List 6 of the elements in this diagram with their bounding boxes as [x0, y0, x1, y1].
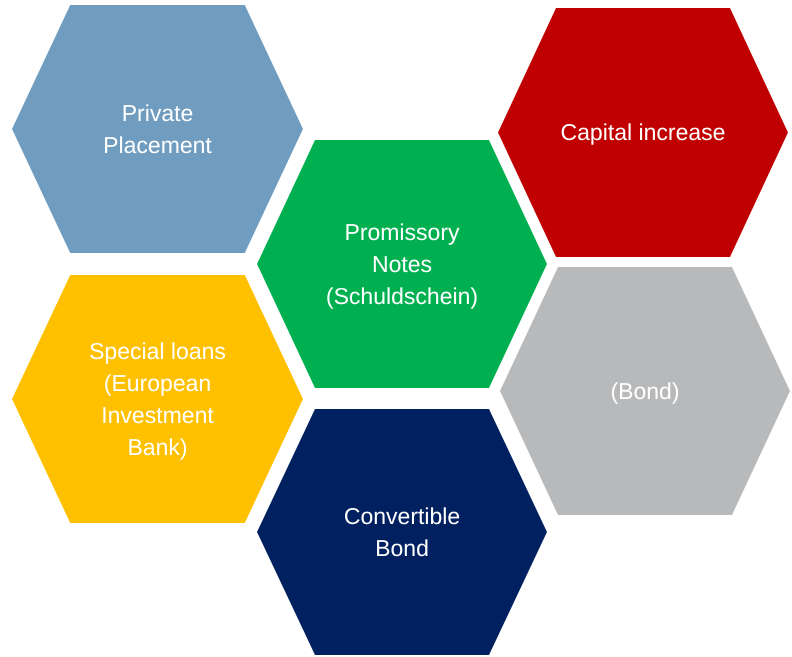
hexagon-label: (Bond) [610, 376, 680, 406]
hexagon-label: Capital increase [560, 118, 726, 148]
hexagon-label: Promissory Notes (Schuldschein) [324, 218, 480, 312]
hexagon-label: Convertible Bond [342, 502, 462, 563]
hexagon-label: Special loans (European Investment Bank) [88, 336, 227, 462]
hexagon-label: Private Placement [102, 98, 213, 160]
